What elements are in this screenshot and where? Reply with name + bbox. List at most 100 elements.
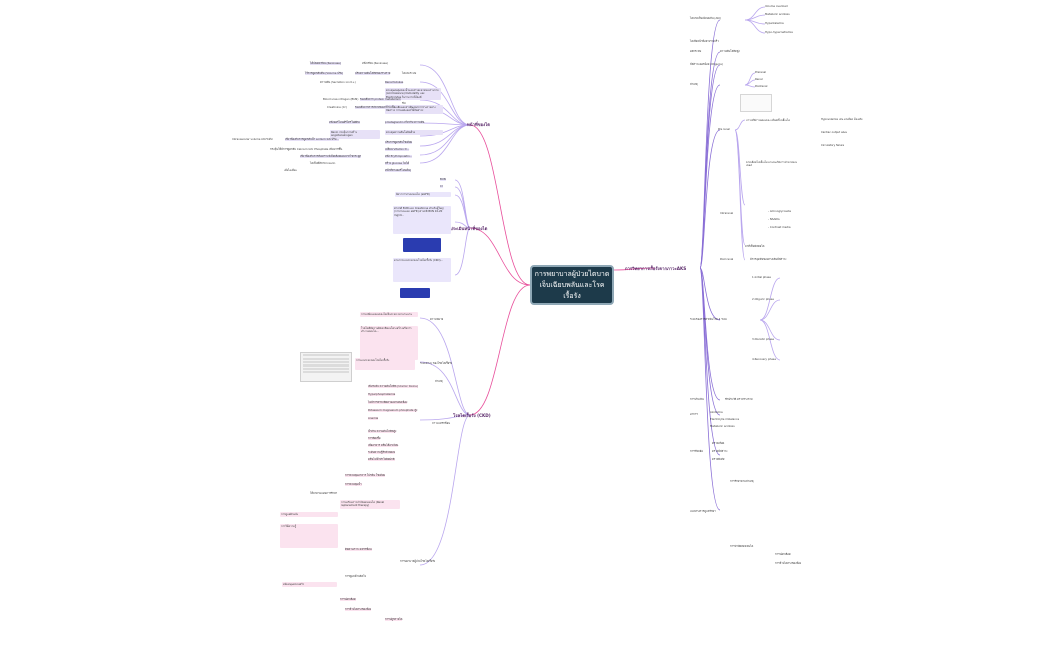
aki-a14d: การล้างไตทางช่องท้อง xyxy=(775,561,802,565)
ckd-definition: โรคไตที่มีความผิดปกติของโครงสร้างหรือการ… xyxy=(360,326,418,360)
ckd-stage-table xyxy=(300,352,352,382)
ckd-definition-title: การเปลี่ยนแปลงของไตเป็นระยะเวลานานนาน xyxy=(360,312,418,318)
node-l3b: Renal tubules xyxy=(385,80,404,85)
aki-a12c: Metabolic acidosis xyxy=(710,424,735,428)
aki-a6b: ภาวะที่มีการลดลงของ เลือดที่ไปเลี้ยงไต xyxy=(746,119,791,122)
aki-a6d: Cardiac output ลดลง xyxy=(821,131,848,134)
aki-a6: Pre renal xyxy=(718,127,730,131)
node-l4: ควบคุมสมดุลของน้ำและสารละลายของร่างกาย (… xyxy=(385,88,441,100)
node-l11: เกี่ยวข้องกับการสังเคราะห์เม็ดเลือดแดงจา… xyxy=(300,154,362,159)
aki-a1b: Volume overload xyxy=(765,4,788,8)
node-l10b: เปลี่ยน Vitamin D... xyxy=(385,147,410,152)
node-l1: ไต้ปล่อยเรนิน (Reninase) xyxy=(310,61,341,66)
aki-a5a: Prerenal xyxy=(755,70,767,74)
ckd-complication: ภาวะแทรกซ้อน xyxy=(432,421,451,425)
link-ckd xyxy=(469,284,531,416)
aki-a8e: - Contrast media xyxy=(768,225,791,229)
node-l6: Creatinine (Cr) xyxy=(327,105,347,109)
aki-figure xyxy=(740,94,772,112)
node-l12: ไตเป็นที่สลาย Insulin xyxy=(310,161,336,165)
aki-a5: สาเหตุ xyxy=(690,82,698,86)
aki-a9b: มีการอุดตันของทางเดินปัสสาวะ xyxy=(750,257,787,261)
ckd-item-9: ระดับความรู้สึกตัวลดลง xyxy=(368,450,396,455)
aki-a5c: Postrenal xyxy=(755,84,768,88)
aki-a14b: การบำบัดทดแทนไต xyxy=(730,544,754,548)
aki-a1d: Hyperkalemia xyxy=(765,21,784,25)
ckd-n8: การดูแลด้านจิตใจ xyxy=(345,574,367,578)
aki-a10d: 4.Recovery phase xyxy=(752,357,776,361)
ckd-n11: การล้างไตทางช่องท้อง xyxy=(345,607,372,612)
aki-a14: แนวทางการดูแลรักษา xyxy=(690,509,716,513)
node-l13: เมื่อไตเสื่อม xyxy=(284,169,297,172)
branch-kidney-eval: การประเมินหน้าที่ของไต xyxy=(443,226,488,231)
aki-a13a: ตรวจเลือด xyxy=(712,441,725,445)
branch-kidney-function: หน้าที่ของไต xyxy=(467,122,490,127)
ckd-item-7: การติดเชื้อ xyxy=(368,436,381,441)
node-l2b: ปรับความดันโลหิตของร่างกาย xyxy=(355,71,391,76)
node-l3: ความดัน (Secretion ion K+) xyxy=(320,80,356,84)
ckd-item-10: คลื่นไฟฟ้าหัวใจผิดปกติ xyxy=(368,457,395,462)
ckd-item-4: Potassium magnesium phosphate สูง xyxy=(368,408,418,413)
aki-a13: การวินิจฉัย xyxy=(690,449,703,453)
ckd-n4: การเตรียมการบำบัดทดแทนไต (Renal replacem… xyxy=(340,500,400,509)
ckd-n3: ให้ยาตามแผนการรักษา xyxy=(310,491,338,495)
node-l8: Renin กระตุ้นการสร้าง angiotensinogen xyxy=(330,130,380,139)
ckd-cause: สาเหตุ xyxy=(435,379,443,383)
link-kidney-eval xyxy=(469,227,531,286)
node-l9: เกี่ยวข้องกับการดูดกลับน้ำ sodium และปรั… xyxy=(285,137,339,142)
branch-ckd: โรคไตเรื้อรัง (CKD) xyxy=(453,413,491,418)
aki-a8b: ยาที่เป็นพิษต่อไต xyxy=(745,244,765,248)
node-l5: Blood urea nitrogen (BUN) xyxy=(323,97,359,101)
node-l5c: ขับ xyxy=(402,101,406,105)
node-l5b: ของเสียจาก protein metabolism xyxy=(360,97,401,102)
eval-bun: BUN xyxy=(440,177,446,182)
ckd-item-8: เบื่ออาหาร คลื่นไส้อาเจียน xyxy=(368,443,399,448)
node-l5d: กำจัดของเสียและสารพิษออกจากร่างกายทางปัส… xyxy=(385,105,443,114)
aki-a3: ผลกระทบ xyxy=(690,49,702,53)
node-l10: กระตุ้นให้มีการดูดกลับ Calcium และ Phosp… xyxy=(270,147,343,151)
aki-a10c: 3.Diuretic phase xyxy=(752,337,775,341)
ckd-item-3: ไม่มีการตรวจติดตามอย่างต่อเนื่อง xyxy=(368,400,408,405)
aki-a11: การประเมิน xyxy=(690,397,704,401)
link-aki xyxy=(613,267,656,271)
node-l7: หลั่งฮอร์โมนอีริโทรโพอิติน xyxy=(329,120,360,125)
node-l13b: หน้าที่ทางฮอร์โมนอื่นๆ xyxy=(385,168,412,173)
aki-a1: ไตบาดเจ็บเฉียบพลัน (AKI) xyxy=(690,16,721,20)
aki-a8c: - Aminoglycoside xyxy=(768,209,792,213)
aki-a4: ปัสสาวะออกน้อย (Oliguria) xyxy=(690,62,723,66)
aki-a9: Post renal xyxy=(720,257,734,261)
aki-a6c: Hypovolemia เช่น ตกเลือด ท้องเสีย xyxy=(821,118,863,121)
ckd-n12: การปลูกถ่ายไต xyxy=(385,617,403,622)
aki-a10a: 1.Initial phase xyxy=(752,275,771,279)
eval-image-2 xyxy=(400,288,430,298)
aki-a13b: ตรวจปัสสาวะ xyxy=(712,449,728,453)
node-l12b: สร้าง glucose ไม่ได้ xyxy=(385,161,410,166)
ckd-nursing: การพยาบาลผู้ป่วยโรคไตเรื้อรัง xyxy=(400,559,436,563)
node-l2c: ไตและระบบ xyxy=(402,71,417,75)
aki-a8: Intrarenal xyxy=(720,211,734,215)
node-l8b: ควบคุมความดันโลหิตด้วย xyxy=(385,130,443,136)
ckd-n9: สนับสนุนครอบครัว xyxy=(282,582,337,588)
eval-image-1 xyxy=(403,238,441,252)
aki-a1e: Hypo-hypernatremia xyxy=(765,30,793,34)
node-l6b: ของเสียจากการสลายของกล้ามเนื้อ xyxy=(355,105,396,110)
ckd-n6: การให้ความรู้ xyxy=(280,524,338,548)
ckd-item-5: Anemia xyxy=(368,416,379,421)
aki-a12b: Electrolyte imbalance xyxy=(710,417,740,421)
eval-normal: ค่าปกติ BUN และ Creatinine สำหรับผู้ใหญ่… xyxy=(393,206,451,234)
eval-stage: ตามการแบ่งระยะของโรคไตเรื้อรัง (CKD)... xyxy=(393,258,451,282)
link-kidney-function xyxy=(469,124,531,286)
ckd-n5: การดูแลผิวหนัง xyxy=(280,512,338,518)
ckd-item-6: น้ำเกิน ความดันโลหิตสูง xyxy=(368,429,397,434)
eval-egfr: อัตราการกรองของไต (eGFR) xyxy=(395,192,451,198)
branch-aki: การวิทยาการเรื้อรังจากภาวะAKS xyxy=(625,266,687,271)
aki-a5b: Renal xyxy=(755,77,763,81)
ckd-stages: ระยะต่างๆ ของโรคไตเรื้อรัง xyxy=(420,361,453,365)
aki-a14a: การรักษาตามสาเหตุ xyxy=(730,479,754,483)
ckd-item-1: เพิ่มระดับ ความดันโลหิต (Uremic toxins) xyxy=(368,384,418,389)
aki-a10: ระยะของการดำเนินโรค 4 ระยะ xyxy=(690,317,728,321)
aki-a1c: Metabolic acidosis xyxy=(765,12,790,16)
aki-a10b: 2.Oliguric phase xyxy=(752,297,774,301)
node-l2: ไร้การดูดกลับคืน (Volume ปรับ) xyxy=(305,71,344,76)
